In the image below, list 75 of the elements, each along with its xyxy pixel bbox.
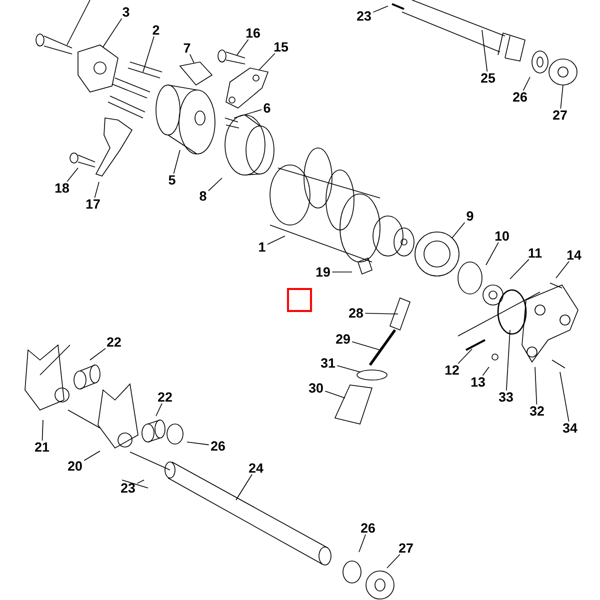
callout-number: 31 [320,358,336,368]
callout-number: 30 [308,383,323,393]
leader-line [482,366,490,376]
leader-line [173,150,180,174]
leader-line [452,222,466,238]
leader-line [186,442,210,446]
callout-number: 11 [528,248,542,258]
leader-line [522,76,530,91]
leader-line [236,39,249,56]
callout-number: 29 [336,334,350,344]
leader-line [208,178,222,192]
leader-line [364,312,398,314]
leader-line [482,30,488,72]
callout-number: 25 [481,73,496,83]
leader-line [190,54,194,64]
callout-number: 14 [567,250,582,260]
leader-line [534,366,538,405]
callout-number: 18 [55,183,69,193]
callout-number: 2 [152,25,160,35]
callout-number: 5 [168,175,176,185]
leader-line [156,403,162,416]
leader-line [556,260,570,278]
callout-number: 26 [513,92,527,102]
leader-line [42,420,44,442]
leader-line [324,390,346,398]
callout-number: 10 [495,231,509,241]
callout-number: 22 [107,337,121,347]
callout-number: 7 [184,43,190,53]
callout-number: 22 [158,392,172,402]
callout-number: 20 [68,461,82,471]
leader-line [506,330,510,391]
leader-line [336,365,360,372]
leader-line [258,52,276,70]
leader-line [560,372,570,422]
leader-line [358,534,366,552]
leader-line [236,474,252,500]
callout-number: 6 [264,103,270,113]
callout-number: 8 [200,191,206,201]
callout-number: 23 [121,483,135,493]
leader-line [352,341,380,350]
callout-number: 9 [466,211,474,221]
leader-line [486,242,499,266]
leader-line [560,84,564,110]
callout-number: 34 [562,423,578,433]
leader-line [90,348,106,360]
callout-number: 33 [498,392,513,402]
callout-number: 28 [349,308,363,318]
leader-line [66,168,78,182]
leader-line [372,6,388,13]
leader-line [458,348,472,364]
leader-line [386,554,400,568]
callout-number: 19 [316,267,330,277]
leader-line [84,450,100,461]
callout-number: 27 [553,110,567,120]
leader-line [102,18,122,48]
leader-line [136,480,144,484]
leader-line [142,36,154,72]
callout-number: 13 [471,377,485,387]
callout-number: 16 [246,28,260,38]
leader-line [510,258,530,280]
callout-number: 15 [274,42,288,52]
callout-number: 1 [259,242,266,252]
leader-line [267,236,286,245]
leader-line [94,182,100,198]
callout-number: 24 [249,463,264,473]
callout-number: 26 [361,523,375,533]
callout-number: 26 [211,441,225,451]
callout-number: 27 [399,543,413,553]
callout-number: 17 [86,199,100,209]
callout-number: 21 [35,442,50,452]
callout-number: 32 [530,406,544,416]
callout-number: 3 [122,7,130,17]
callout-number: 12 [445,365,459,375]
leader-line [234,109,262,118]
callout-number: 23 [357,11,371,21]
